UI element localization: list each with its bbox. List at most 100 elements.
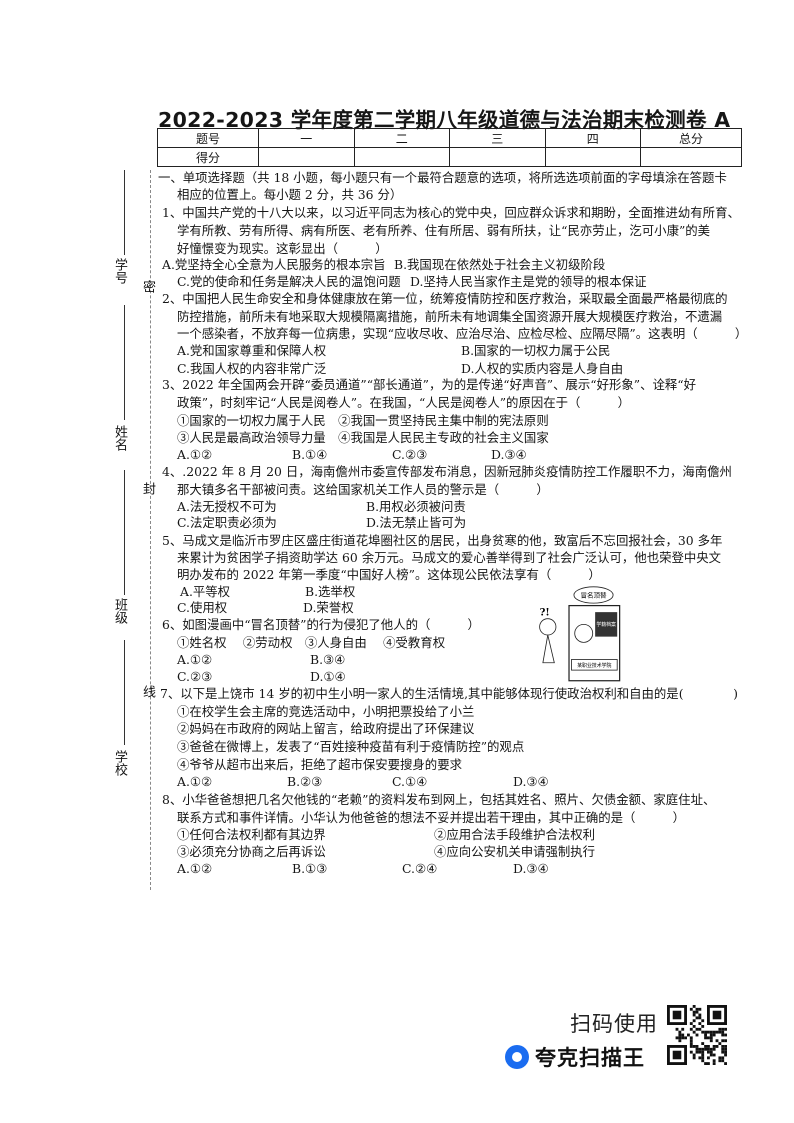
- option: D.③④: [491, 447, 527, 462]
- option: B.国家的一切权力属于公民: [461, 343, 611, 358]
- option: B.我国现在依然处于社会主义初级阶段: [394, 257, 606, 272]
- header-cell: 三: [449, 128, 546, 148]
- cartoon-girl-body: [542, 634, 555, 664]
- option: B.选举权: [305, 584, 356, 599]
- question-mark-icon: ?!: [540, 607, 550, 618]
- question-stem: 2、中国把人民生命安全和身体健康放在第一位，统筹疫情防控和医疗救治，采取最全面最…: [162, 291, 728, 306]
- cartoon-sign: [571, 659, 618, 671]
- option: D.①④: [310, 669, 346, 684]
- question-stem: 政策”，时刻牢记“人民是阅卷人”。在我国，“人民是阅卷人”的原因在于（ ）: [177, 395, 630, 410]
- option: C.②④: [402, 861, 438, 876]
- option: C.①④: [392, 774, 428, 789]
- question-stem: 1、中国共产党的十八大以来，以习近平同志为核心的党中央，回应群众诉求和期盼，全面…: [162, 205, 740, 220]
- option: C.②③: [392, 447, 428, 462]
- question-stem: 防控措施，前所未有地采取大规模隔离措施，前所未有地调集全国资源开展大规模医疗救治…: [177, 309, 723, 324]
- seal-mark: 线: [140, 685, 155, 698]
- question-stem: 5、马成文是临沂市罗庄区盛庄街道花埠圈社区的居民，出身贫寒的他，致富后不忘回报社…: [162, 533, 723, 548]
- student-no-line: [124, 170, 125, 255]
- qr-code-icon[interactable]: [667, 1005, 727, 1065]
- option: B.①③: [292, 861, 328, 876]
- option: B.②③: [287, 774, 323, 789]
- statement: ③必须充分协商之后再诉讼: [177, 844, 326, 859]
- option: C.党的使命和任务是解决人民的温饱问题: [177, 274, 401, 289]
- statement: ③人民是最高政治领导力量 ④我国是人民民主专政的社会主义国家: [177, 430, 549, 445]
- option: A.①②: [177, 861, 213, 876]
- question-stem: 3、2022 年全国两会开辟“委员通道”“部长通道”，为的是传递“好声音”、展示…: [162, 377, 697, 392]
- option: D.荣誉权: [303, 600, 354, 615]
- header-cell: 题号: [157, 128, 259, 148]
- seal-mark: 封: [140, 482, 155, 495]
- option: B.①④: [292, 447, 328, 462]
- score-cell[interactable]: [640, 147, 742, 167]
- section-heading: 相应的位置上。每小题 2 分，共 36 分）: [177, 187, 403, 202]
- question-stem: 那大镇多名干部被问责。这给国家机关工作人员的警示是（ ）: [177, 482, 549, 497]
- brand-name: 夸克扫描王: [535, 1046, 645, 1070]
- option: A.①②: [177, 447, 213, 462]
- row-label: 得分: [157, 147, 259, 167]
- option: A.党和国家尊重和保障人权: [177, 343, 327, 358]
- seal-mark: 密: [140, 280, 155, 293]
- header-cell: 总分: [640, 128, 742, 148]
- question-stem: 8、小华爸爸想把几名欠他钱的“老赖”的资料发布到网上，包括其姓名、照片、欠债金额…: [162, 792, 716, 807]
- option: A.①②: [177, 652, 213, 667]
- option: B.③④: [310, 652, 346, 667]
- cartoon-face: [574, 623, 594, 643]
- cartoon-folder: [595, 612, 618, 637]
- name-label: 姓名: [112, 425, 127, 451]
- question-stem: 学有所教、劳有所得、病有所医、老有所养、住有所居、弱有所扶，让“民亦劳止，汔可小…: [177, 223, 711, 238]
- option: C.法定职责必须为: [177, 515, 277, 530]
- score-cell[interactable]: [449, 147, 546, 167]
- header-cell: 二: [353, 128, 450, 148]
- cartoon-bubble-text: 冒名顶替: [580, 590, 607, 599]
- scanner-brand: 夸克扫描王: [505, 1042, 645, 1072]
- option: D.坚持人民当家作主是党的领导的根本保证: [410, 274, 647, 289]
- score-table: 题号 一 二 三 四 总分 得分: [157, 128, 742, 167]
- option: C.②③: [177, 669, 213, 684]
- score-table-header-row: 题号 一 二 三 四 总分: [157, 128, 742, 148]
- school-label: 学校: [112, 750, 127, 776]
- statement: ②妈妈在市政府的网站上留言，给政府提出了环保建议: [177, 721, 475, 736]
- score-table-score-row: 得分: [157, 147, 742, 167]
- option: A.①②: [177, 774, 213, 789]
- question-stem: 一个感染者，不放弃每一位病患，实现“应收尽收、应治尽治、应检尽检、应隔尽隔”。这…: [177, 326, 748, 341]
- score-cell[interactable]: [544, 147, 641, 167]
- class-label: 班级: [112, 598, 127, 624]
- question-stem: 7、以下是上饶市 14 岁的初中生小明一家人的生活情境,其中能够体现行使政治权利…: [160, 686, 738, 701]
- option: A.法无授权不可为: [177, 499, 277, 514]
- school-line: [124, 640, 125, 745]
- question-stem: 明办发布的 2022 年第一季度“中国好人榜”。这体现公民依法享有（ ）: [177, 567, 601, 582]
- statement: ①姓名权 ②劳动权 ③人身自由 ④受教育权: [177, 635, 446, 650]
- statement: ④爷爷从超市出来后，拒绝了超市保安要搜身的要求: [177, 757, 462, 772]
- cartoon-illustration: 冒名顶替 学籍档案 某职业技术学院 ?!: [539, 586, 621, 682]
- option: D.人权的实质内容是人身自由: [461, 361, 624, 376]
- scan-to-use-text: 扫码使用: [570, 1012, 658, 1036]
- cartoon-sign-text: 某职业技术学院: [577, 662, 611, 669]
- header-cell: 四: [544, 128, 641, 148]
- name-line: [124, 305, 125, 420]
- statement: ③爸爸在微博上，发表了“百姓接种疫苗有利于疫情防控”的观点: [177, 739, 525, 754]
- question-stem: 来累计为贫困学子捐资助学达 60 余万元。马成文的爱心善举得到了社会广泛认可，他…: [177, 550, 722, 565]
- section-heading: 一、单项选择题（共 18 小题，每小题只有一个最符合题意的选项，将所选选项前面的…: [158, 170, 727, 185]
- option: D.③④: [513, 774, 549, 789]
- option: D.③④: [513, 861, 549, 876]
- option: A.平等权: [180, 584, 231, 599]
- option: B.用权必须被问责: [366, 499, 466, 514]
- class-line: [124, 470, 125, 595]
- cartoon-bubble: [573, 586, 614, 604]
- cartoon-folder-text: 学籍档案: [596, 621, 616, 628]
- student-no-label: 学号: [112, 258, 127, 284]
- statement: ①在校学生会主席的竞选活动中，小明把票投给了小兰: [177, 704, 475, 719]
- statement: ①国家的一切权力属于人民 ②我国一贯坚持民主集中制的宪法原则: [177, 413, 549, 428]
- score-cell[interactable]: [258, 147, 355, 167]
- option: C.我国人权的内容非常广泛: [177, 361, 327, 376]
- statement: ④应向公安机关申请强制执行: [434, 844, 596, 859]
- statement: ①任何合法权利都有其边界: [177, 827, 326, 842]
- question-stem: 6、如图漫画中“冒名顶替”的行为侵犯了他人的（ ）: [162, 617, 480, 632]
- score-cell[interactable]: [353, 147, 450, 167]
- option: D.法无禁止皆可为: [366, 515, 467, 530]
- header-cell: 一: [258, 128, 355, 148]
- option: C.使用权: [177, 600, 228, 615]
- statement: ②应用合法手段维护合法权利: [434, 827, 596, 842]
- binding-dashed-line: [150, 170, 151, 890]
- question-stem: 好憧憬变为现实。这彰显出（ ）: [177, 241, 388, 256]
